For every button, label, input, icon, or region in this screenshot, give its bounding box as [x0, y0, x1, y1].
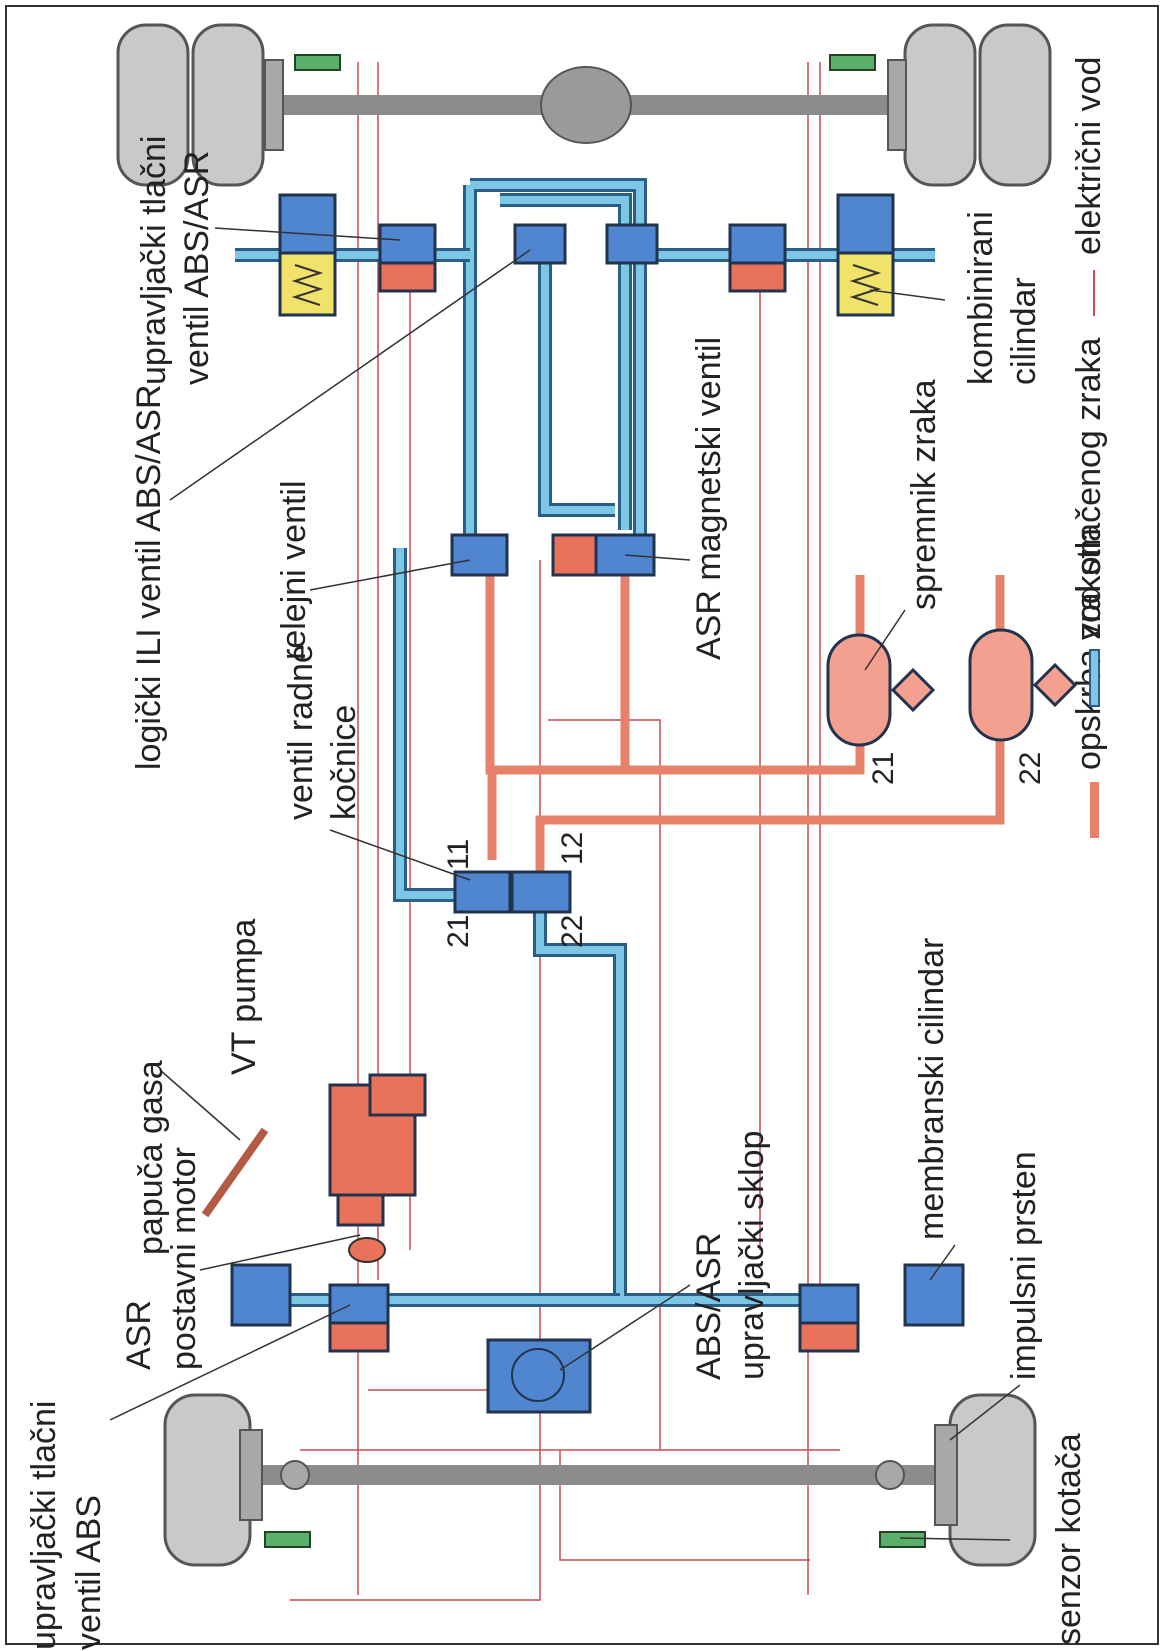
front-right-abs-solenoid [798, 1321, 860, 1353]
leader-lines [109, 227, 1021, 1541]
label-control-unit-1: ABS/ASR [690, 1233, 728, 1380]
front-right-abs-valve [798, 1283, 860, 1325]
legend-supply-swatch [1090, 782, 1099, 838]
engine-group [201, 1073, 427, 1263]
service-brake-valve-top [453, 870, 512, 914]
label-control-valve-abs-1: upravljački tlačni [25, 1401, 63, 1650]
front-left-tyre [163, 1393, 252, 1567]
legend-compressed-swatch [1089, 649, 1100, 707]
label-impulse-ring: impulsni prsten [1005, 1151, 1043, 1380]
service-brake-valve-bottom [510, 870, 572, 914]
label-asr-motor-2: postavni motor [165, 1147, 203, 1370]
rear-right-wheel-sensor [829, 54, 876, 71]
asr-solenoid-coil [551, 533, 598, 577]
port-numbers: 21 11 22 12 21 22 [442, 752, 1047, 948]
labels: upravljački tlačni ventil ABS ASR postav… [25, 136, 1088, 1650]
front-left-abs-valve [328, 1283, 390, 1325]
rear-right-abs-asr-valve [728, 223, 787, 265]
label-service-brake-valve-1: ventil radne [282, 644, 320, 820]
port-22: 22 [556, 915, 589, 948]
vt-pump-base [336, 1193, 385, 1227]
label-combined-cylinder-2: cilindar [1005, 277, 1043, 385]
logic-or-valve-right [605, 223, 659, 265]
port-11: 11 [442, 839, 475, 870]
legend-compressed-label: vod stlačenog zraka [1070, 338, 1108, 640]
logic-or-valve-left [513, 223, 567, 265]
front-left-diaphragm-cylinder [230, 1263, 292, 1327]
rear-axle [116, 23, 1052, 187]
rear-right-combined-cylinder-spring [836, 251, 895, 317]
supply-air-lines [485, 560, 1005, 895]
rear-brake-components [278, 193, 895, 317]
spring-icon [291, 264, 324, 306]
front-axle-beam [255, 1465, 935, 1485]
air-tank-22-fitting [1032, 662, 1078, 708]
control-unit-symbol [511, 1348, 565, 1402]
rear-right-tyre-outer [978, 23, 1052, 187]
legend-electric-label: električni vod [1070, 57, 1108, 255]
front-left-kingpin [280, 1460, 310, 1490]
label-throttle-pedal: papuča gasa [132, 1060, 170, 1255]
tank-port-21: 21 [867, 752, 900, 785]
frame-border [5, 5, 1159, 1645]
front-left-wheel-sensor [264, 1531, 311, 1548]
rear-left-tyre-outer [116, 23, 190, 187]
rear-left-tyre-inner [191, 23, 265, 187]
rear-right-abs-asr-solenoid [728, 261, 787, 293]
port-12: 12 [556, 832, 589, 865]
label-air-tank: spremnik zraka [905, 379, 943, 610]
label-service-brake-valve-2: kočnice [325, 705, 363, 820]
rear-right-tyre-inner [903, 23, 977, 187]
label-diaphragm-cylinder: membranski cilindar [913, 938, 951, 1240]
label-relay-valve: relejni ventil [275, 480, 313, 660]
label-logic-or-valve: logički ILI ventil ABS/ASR [130, 384, 168, 770]
air-tank-21 [826, 633, 892, 747]
label-vt-pump: VT pumpa [225, 919, 263, 1075]
label-control-valve-abs-asr-2: ventil ABS/ASR [178, 151, 216, 385]
differential [540, 66, 632, 144]
port-21: 21 [442, 915, 475, 948]
label-control-valve-abs-2: ventil ABS [70, 1495, 108, 1650]
rear-right-combined-cylinder-top [836, 193, 895, 255]
vt-pump-head [368, 1073, 427, 1117]
front-axle [163, 1393, 1037, 1567]
label-asr-solenoid-valve: ASR magnetski ventil [690, 337, 728, 660]
label-combined-cylinder-1: kombinirani [962, 211, 1000, 385]
rear-left-abs-asr-solenoid [378, 261, 437, 293]
rear-right-hub [887, 59, 907, 151]
air-tank-22 [968, 628, 1034, 742]
rear-left-hub [264, 59, 284, 151]
throttle-pedal [201, 1127, 269, 1218]
front-left-hub [239, 1429, 263, 1521]
tank-port-22: 22 [1014, 752, 1047, 785]
relay-valve [450, 533, 509, 577]
rear-left-combined-cylinder-top [278, 193, 337, 255]
front-right-diaphragm-cylinder [903, 1263, 965, 1327]
rear-left-abs-asr-valve [378, 223, 437, 265]
front-brake-components [230, 1263, 965, 1414]
label-control-unit-2: upravljački sklop [733, 1131, 771, 1380]
front-right-wheel-sensor [879, 1531, 926, 1548]
label-wheel-sensor: senzor kotača [1050, 1433, 1088, 1645]
label-asr-motor-1: ASR [120, 1300, 158, 1370]
legend: opskrba zrakom vod stlačenog zraka elekt… [1070, 57, 1108, 838]
rear-left-wheel-sensor [294, 54, 341, 71]
front-right-kingpin [875, 1460, 905, 1490]
air-tanks [826, 628, 1078, 747]
air-tank-21-fitting [890, 667, 936, 713]
asr-motor [348, 1237, 386, 1263]
front-left-abs-solenoid [328, 1321, 390, 1353]
front-right-impulse-ring [934, 1424, 958, 1526]
spring-icon [849, 264, 882, 306]
label-control-valve-abs-asr-1: upravljački tlačni [135, 136, 173, 385]
